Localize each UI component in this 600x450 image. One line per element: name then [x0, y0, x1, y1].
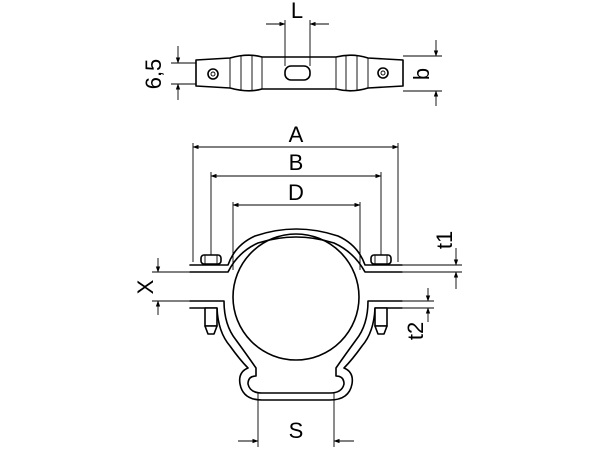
- dimension-X: X: [133, 258, 190, 315]
- label-t2: t2: [403, 322, 428, 340]
- clamp-strip-top-profile: [195, 54, 404, 92]
- clamp-band: [189, 228, 403, 266]
- label-b: b: [409, 68, 434, 80]
- dimension-B: B: [210, 150, 382, 179]
- dimension-L: L: [266, 0, 329, 66]
- label-S: S: [289, 418, 304, 443]
- top-view: L 6,5 b: [141, 0, 442, 106]
- dimension-t2: t2: [402, 288, 434, 340]
- label-B: B: [289, 150, 304, 175]
- dimension-D: D: [232, 180, 361, 208]
- front-view: A B D: [133, 122, 462, 447]
- dimension-t1: t1: [402, 231, 462, 289]
- label-X: X: [133, 279, 158, 294]
- bolt-left: [200, 254, 222, 335]
- pipe-circle: [232, 233, 360, 361]
- center-slot: [284, 65, 311, 81]
- dimension-S: S: [238, 393, 354, 447]
- dimension-b: b: [403, 40, 442, 106]
- label-A: A: [289, 122, 304, 147]
- bolt-hole-right: [377, 67, 389, 79]
- label-6-5: 6,5: [141, 59, 166, 90]
- dimension-6-5: 6,5: [141, 46, 196, 100]
- label-L: L: [291, 0, 303, 23]
- bolt-hole-left: [207, 68, 219, 80]
- dimension-A: A: [192, 122, 399, 150]
- label-t1: t1: [432, 231, 457, 249]
- bolt-right: [370, 254, 392, 335]
- label-D: D: [288, 180, 304, 205]
